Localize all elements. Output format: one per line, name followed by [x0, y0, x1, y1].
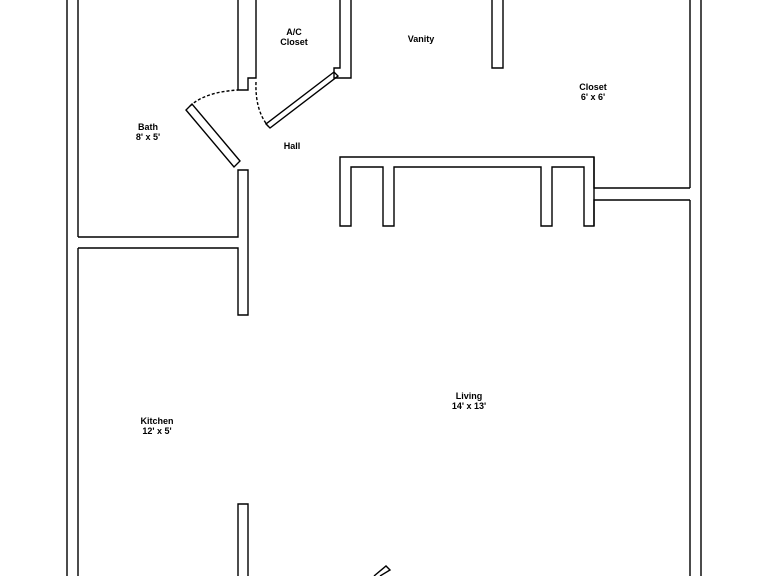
vanity-label: Vanity — [408, 34, 435, 44]
hall-label: Hall — [284, 141, 301, 151]
kitchen-size: 12' x 5' — [142, 426, 172, 436]
closet-label: Closet 6' x 6' — [579, 82, 607, 102]
bath-ac-closet-wall — [237, 0, 257, 91]
closet-size: 6' x 6' — [580, 92, 606, 102]
ac-closet-name2: Closet — [280, 37, 308, 47]
living-size: 14' x 13' — [451, 401, 487, 411]
ac-closet-label: A/C Closet — [280, 27, 308, 47]
entry-door-hint — [373, 565, 392, 576]
exterior-wall-left — [66, 0, 79, 576]
bath-size: 8' x 5' — [135, 132, 161, 142]
living-name: Living — [455, 391, 483, 401]
ac-closet-right-wall — [333, 0, 352, 79]
bath-door — [185, 89, 241, 169]
vanity-name: Vanity — [407, 34, 435, 44]
closet-bottom-wall — [593, 157, 690, 226]
bath-label: Bath 8' x 5' — [136, 122, 160, 142]
hall-name: Hall — [283, 141, 301, 151]
ac-closet-door — [255, 71, 340, 129]
living-label: Living 14' x 13' — [452, 391, 486, 411]
kitchen-label: Kitchen 12' x 5' — [140, 416, 173, 436]
ac-closet-name: A/C — [286, 27, 302, 37]
exterior-wall-right — [689, 0, 702, 576]
kitchen-wall-stub — [237, 503, 249, 576]
hall-partition-wall — [339, 156, 595, 227]
closet-name: Closet — [579, 82, 607, 92]
vanity-stub-wall — [491, 0, 504, 69]
kitchen-name: Kitchen — [140, 416, 174, 426]
bath-kitchen-wall — [78, 169, 249, 316]
bath-name: Bath — [138, 122, 158, 132]
